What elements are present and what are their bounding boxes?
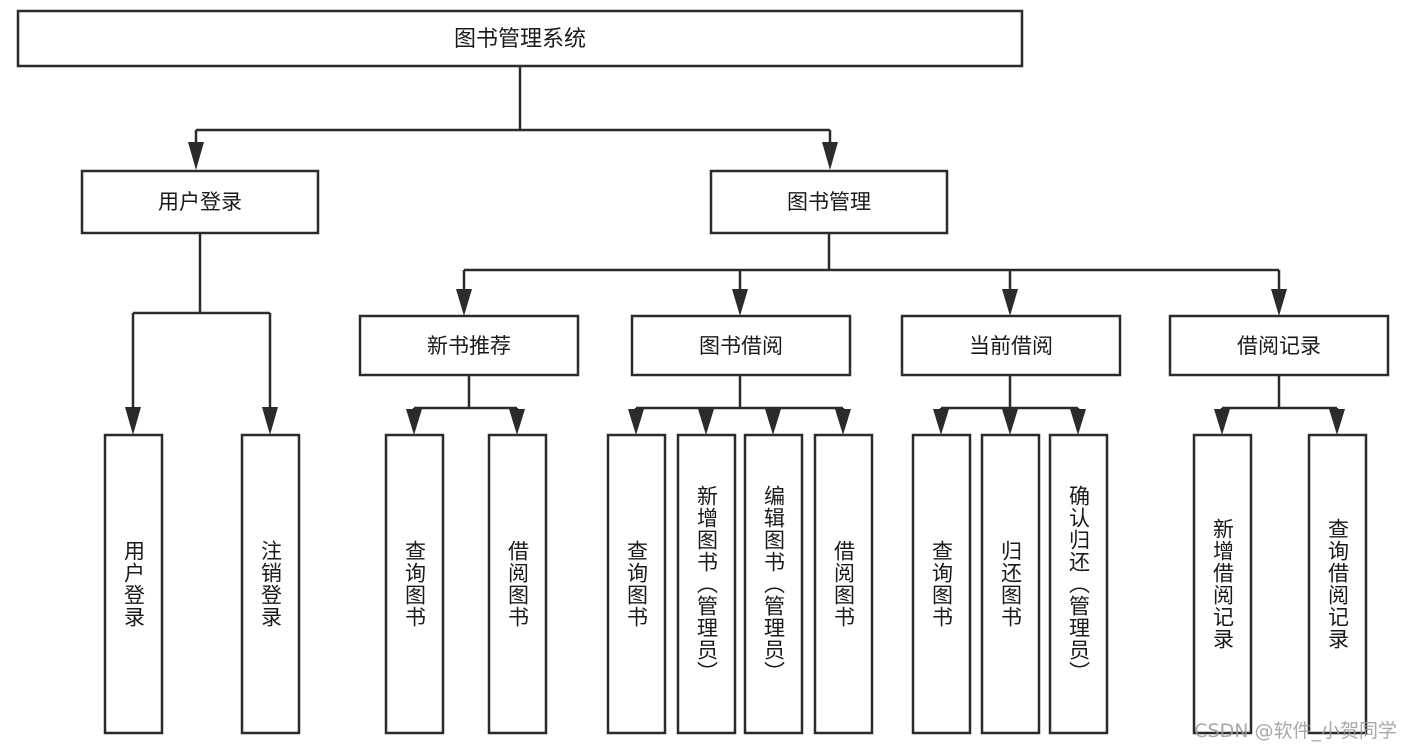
leaf-box-borrow-book-2[interactable] xyxy=(813,433,874,735)
node-book-management-box[interactable] xyxy=(709,169,949,235)
node-book-management-label: 图书管理 xyxy=(787,190,871,214)
node-borrow-record-box[interactable] xyxy=(1168,314,1390,377)
node-borrow-record-label: 借阅记录 xyxy=(1237,334,1321,358)
node-book-borrow[interactable]: 图书借阅 xyxy=(630,314,852,377)
arrow-head-icon xyxy=(1271,289,1287,316)
arrow-head-icon xyxy=(822,142,838,170)
leaf-box-query-book-3[interactable] xyxy=(911,433,972,735)
arrow-head-icon xyxy=(406,409,422,435)
connector-new-book-recommend-to-leaves xyxy=(406,375,525,435)
arrow-head-icon xyxy=(628,409,644,435)
leaf-box-confirm-return[interactable] xyxy=(1048,433,1109,735)
node-new-book-recommend-label: 新书推荐 xyxy=(427,334,511,358)
leaf-box-edit-book[interactable] xyxy=(743,433,804,735)
connector-book-management-to-level3 xyxy=(456,233,1287,316)
arrow-head-icon xyxy=(188,142,204,170)
connector-book-borrow-to-leaves xyxy=(628,375,851,435)
connector-current-borrow-to-leaves xyxy=(933,375,1086,435)
arrow-head-icon xyxy=(732,289,748,316)
node-current-borrow[interactable]: 当前借阅 xyxy=(900,314,1122,377)
arrow-head-icon xyxy=(1329,409,1345,435)
arrow-head-icon xyxy=(1214,409,1230,435)
leaf-box-add-book[interactable] xyxy=(676,433,737,735)
leaf-box-return-book[interactable] xyxy=(980,433,1041,735)
arrow-head-icon xyxy=(1002,409,1018,435)
node-current-borrow-box[interactable] xyxy=(900,314,1122,377)
arrow-head-icon xyxy=(933,409,949,435)
leaf-box-query-record[interactable] xyxy=(1307,433,1368,735)
leaf-box-query-book-2[interactable] xyxy=(606,433,667,735)
arrow-head-icon xyxy=(698,409,714,435)
leaf-box-add-record[interactable] xyxy=(1192,433,1253,735)
node-book-management[interactable]: 图书管理 xyxy=(709,169,949,235)
arrow-head-icon xyxy=(262,407,278,435)
arrow-head-icon xyxy=(1070,409,1086,435)
arrow-head-icon xyxy=(509,409,525,435)
node-user-login[interactable]: 用户登录 xyxy=(80,169,320,235)
leaf-box-user-login[interactable] xyxy=(103,433,164,735)
node-new-book-recommend[interactable]: 新书推荐 xyxy=(358,314,580,377)
node-book-borrow-box[interactable] xyxy=(630,314,852,377)
arrow-head-icon xyxy=(456,289,472,316)
leaf-box-query-book-1[interactable] xyxy=(384,433,445,735)
leaf-box-logout-login[interactable] xyxy=(240,433,301,735)
watermark-text: CSDN @软件_小贺同学 xyxy=(1194,720,1397,742)
connector-root-to-level2 xyxy=(188,66,838,170)
node-book-borrow-label: 图书借阅 xyxy=(699,334,783,358)
arrow-head-icon xyxy=(1002,289,1018,316)
leaf-box-borrow-book-1[interactable] xyxy=(487,433,548,735)
node-root-box[interactable] xyxy=(16,9,1024,68)
node-root[interactable]: 图书管理系统 xyxy=(16,9,1024,68)
node-borrow-record[interactable]: 借阅记录 xyxy=(1168,314,1390,377)
node-new-book-recommend-box[interactable] xyxy=(358,314,580,377)
node-user-login-label: 用户登录 xyxy=(158,190,242,214)
node-user-login-box[interactable] xyxy=(80,169,320,235)
arrow-head-icon xyxy=(835,409,851,435)
connector-borrow-record-to-leaves xyxy=(1214,375,1345,435)
connector-user-login-to-leaves xyxy=(125,233,278,435)
arrow-head-icon xyxy=(765,409,781,435)
arrow-head-icon xyxy=(125,407,141,435)
node-current-borrow-label: 当前借阅 xyxy=(969,334,1053,358)
node-root-label: 图书管理系统 xyxy=(454,27,586,52)
